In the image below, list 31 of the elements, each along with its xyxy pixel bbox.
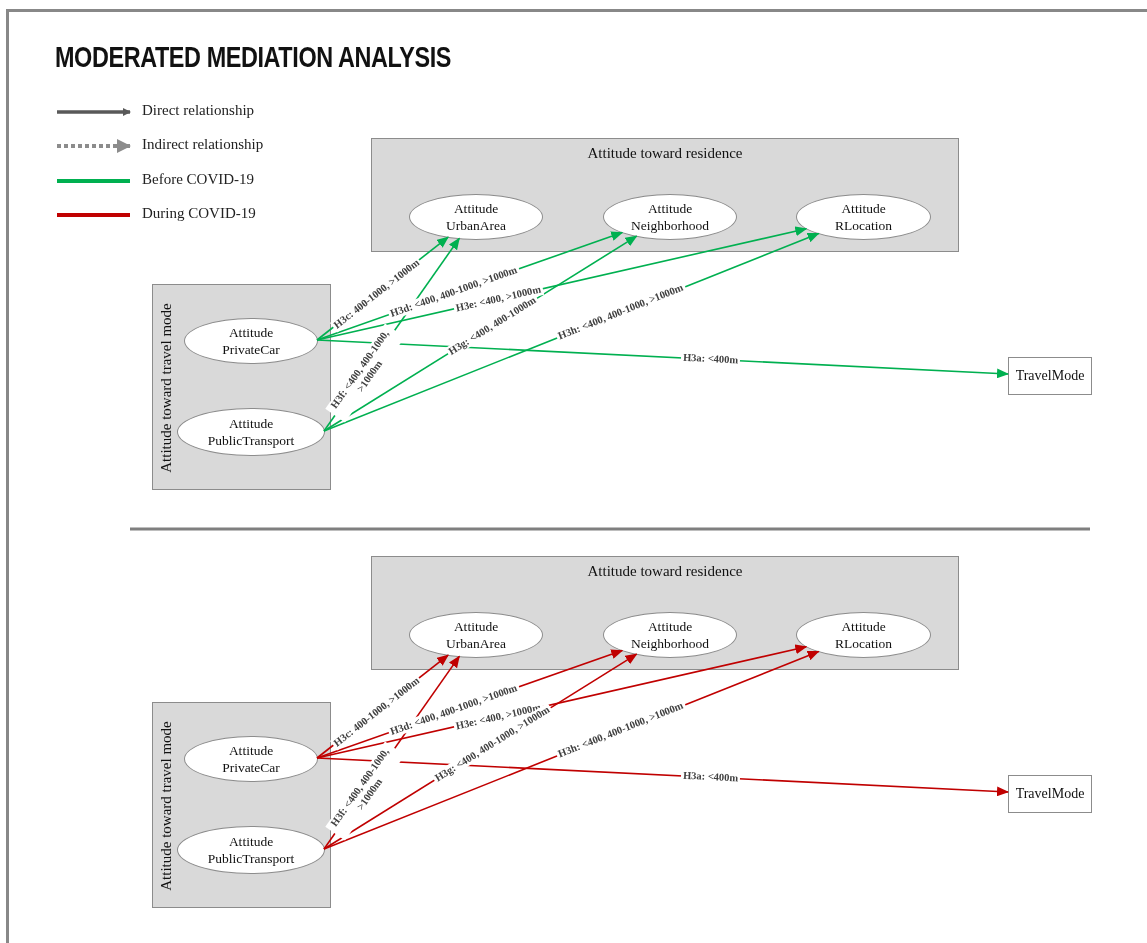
group-heading: Attitude toward residence bbox=[586, 145, 744, 162]
construct-label: Attitude RLocation bbox=[834, 200, 893, 234]
group-heading: Attitude toward travel mode bbox=[157, 721, 175, 891]
construct-label: Attitude PublicTransport bbox=[206, 415, 296, 449]
diagram-title: MODERATED MEDIATION ANALYSIS bbox=[55, 40, 451, 74]
group-heading: Attitude toward residence bbox=[586, 563, 744, 580]
variable-label: TravelMode bbox=[1015, 786, 1085, 802]
group-heading: Attitude toward travel mode bbox=[157, 303, 175, 473]
construct-label: Attitude PublicTransport bbox=[206, 833, 296, 867]
legend-label: Before COVID-19 bbox=[142, 171, 255, 188]
edge-label: H3a: <400m bbox=[681, 351, 741, 367]
legend-label: Direct relationship bbox=[142, 102, 255, 119]
construct-label: Attitude PrivateCar bbox=[221, 324, 281, 358]
group-box bbox=[152, 284, 331, 490]
variable-box bbox=[1008, 357, 1092, 395]
construct-ellipse bbox=[796, 194, 931, 240]
construct-label: Attitude Neighborhood bbox=[630, 200, 710, 234]
legend-label: Indirect relationship bbox=[142, 136, 264, 153]
construct-label: Attitude PrivateCar bbox=[221, 742, 281, 776]
variable-label: TravelMode bbox=[1015, 368, 1085, 384]
construct-label: Attitude RLocation bbox=[834, 618, 893, 652]
group-box bbox=[371, 556, 959, 670]
construct-label: Attitude UrbanArea bbox=[445, 618, 507, 652]
edge-label: H3a: <400m bbox=[681, 769, 741, 785]
construct-label: Attitude Neighborhood bbox=[630, 618, 710, 652]
group-box bbox=[371, 138, 959, 252]
legend-label: During COVID-19 bbox=[142, 205, 256, 222]
group-box bbox=[152, 702, 331, 908]
construct-ellipse bbox=[796, 612, 931, 658]
construct-label: Attitude UrbanArea bbox=[445, 200, 507, 234]
variable-box bbox=[1008, 775, 1092, 813]
